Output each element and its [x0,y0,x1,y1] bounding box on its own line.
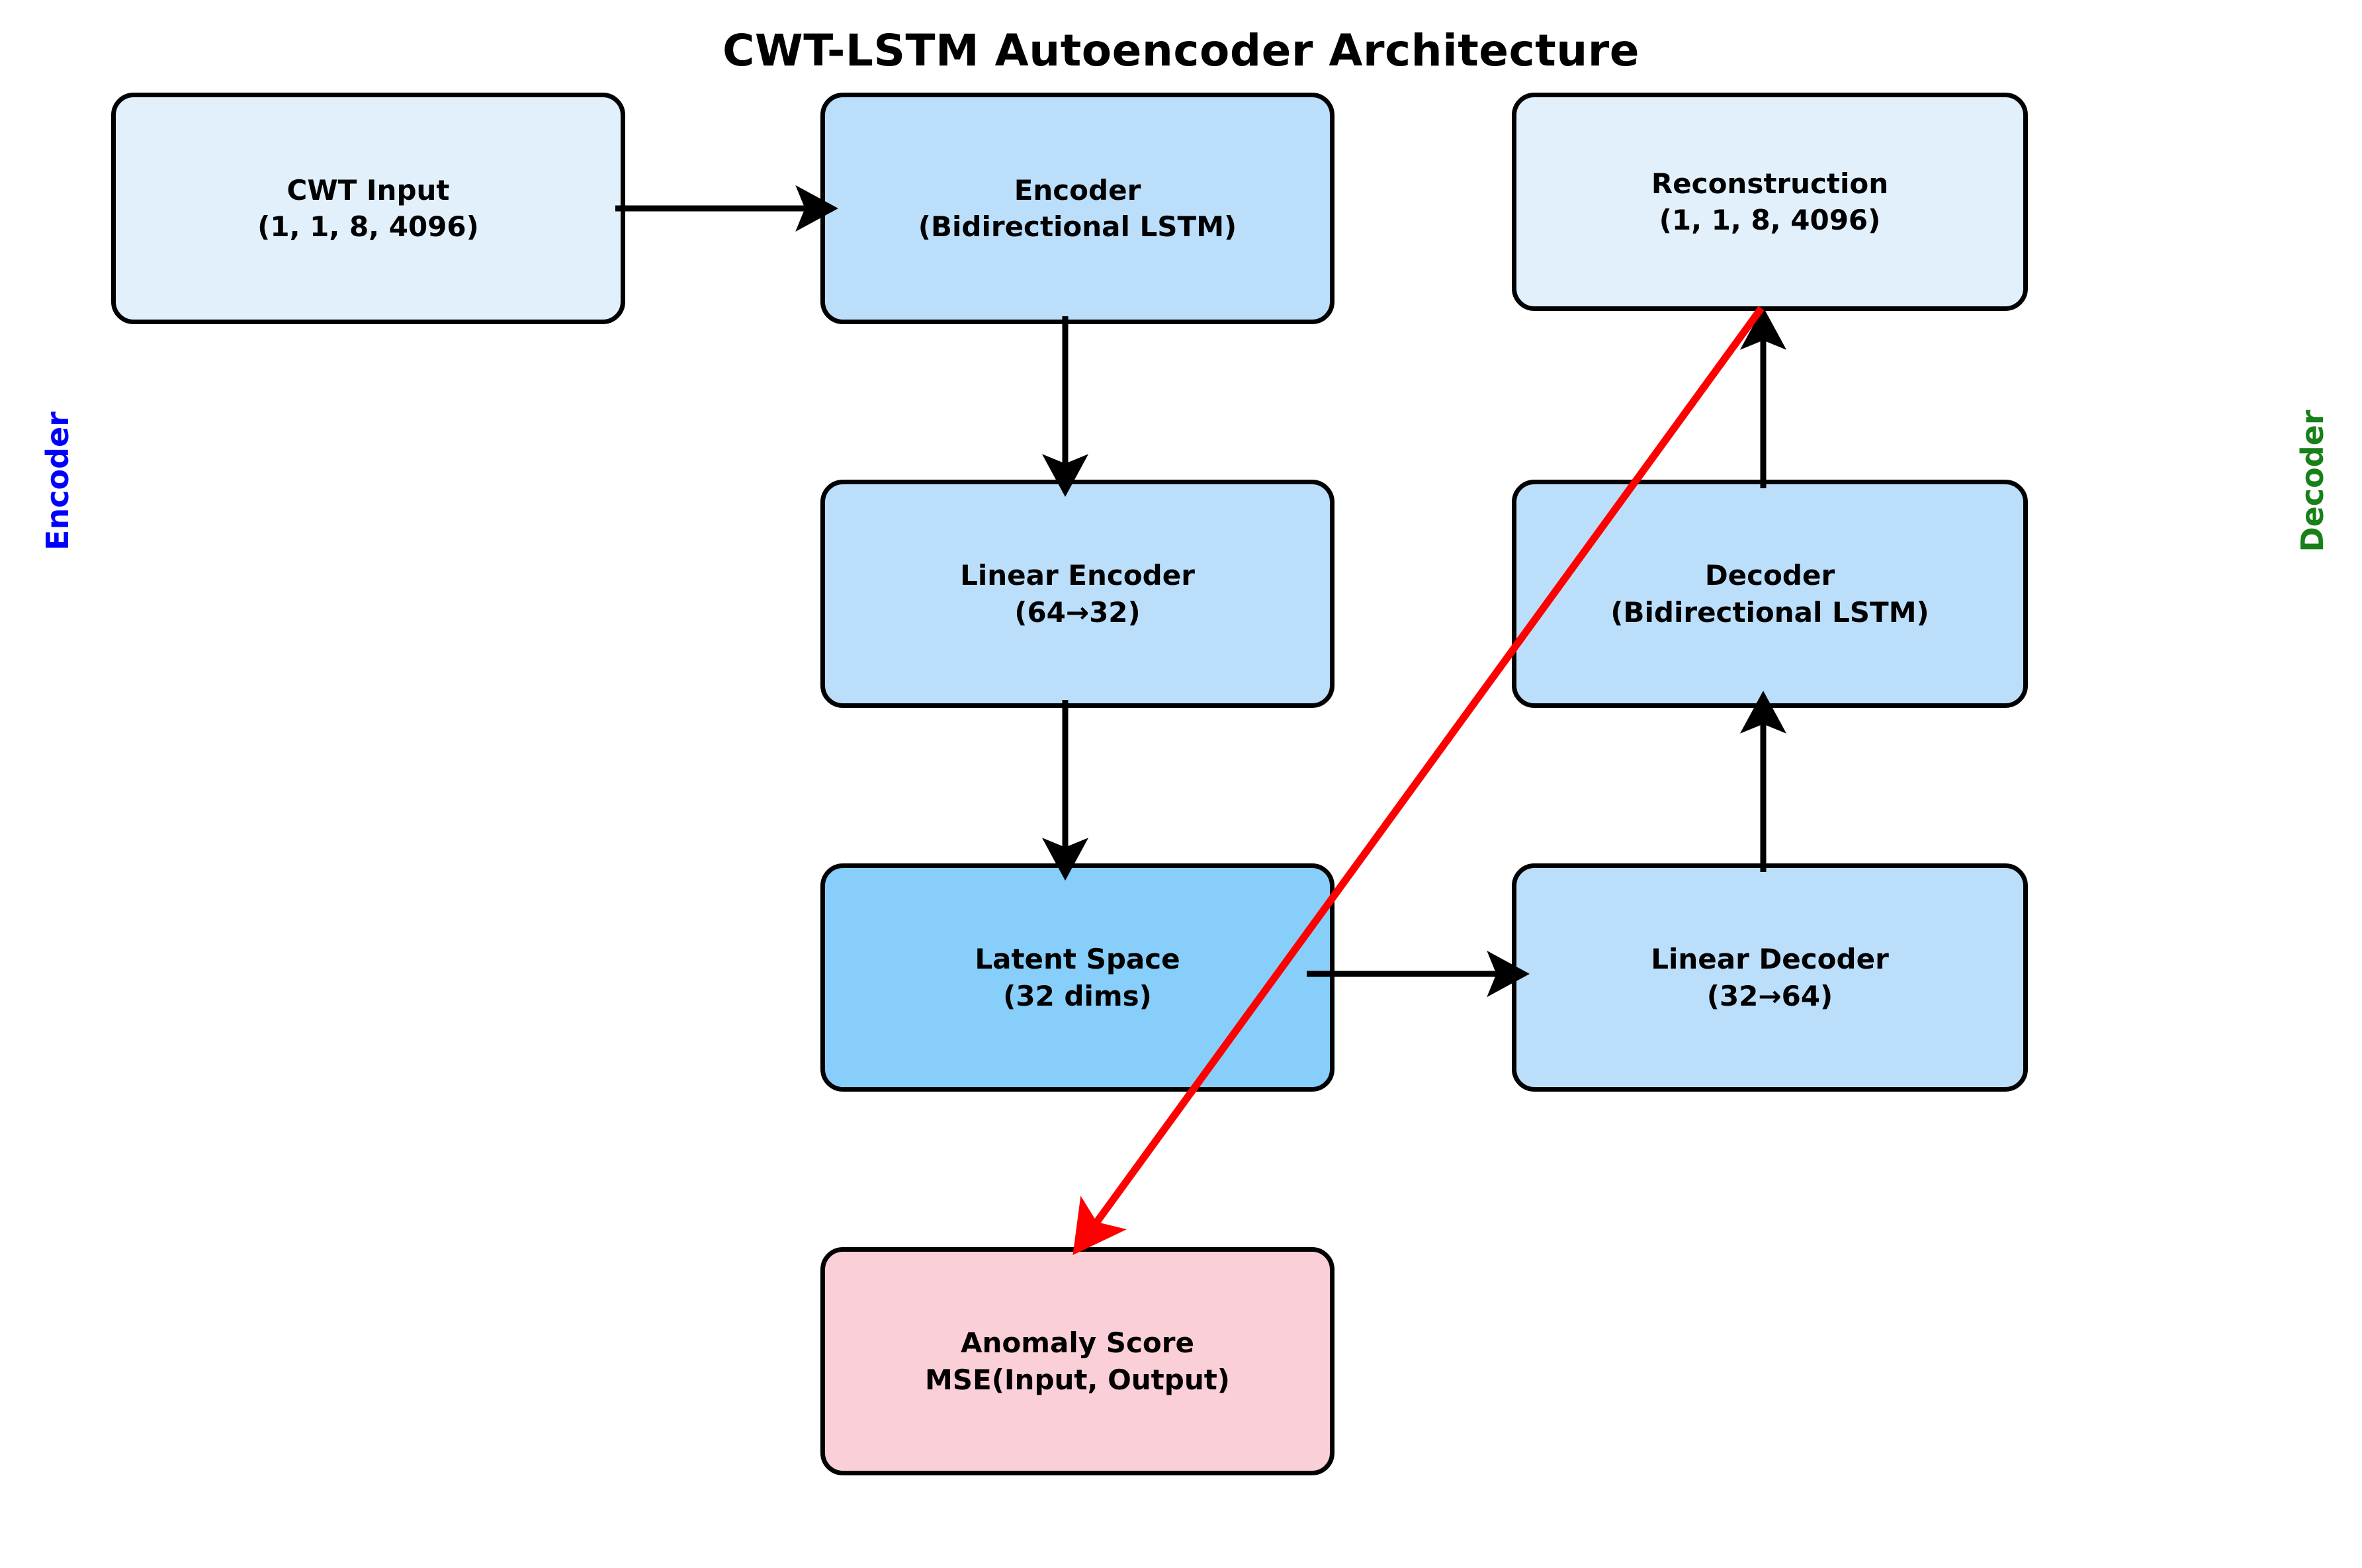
node-decoder[interactable]: Decoder (Bidirectional LSTM) [1512,480,2028,708]
node-anomaly-score-line2: MSE(Input, Output) [925,1363,1230,1396]
node-linear-encoder-line1: Linear Encoder [960,559,1195,592]
page-title: CWT-LSTM Autoencoder Architecture [722,25,1640,76]
edge-reconstruction-to-anomaly-score [1072,306,1765,1255]
node-encoder-line1: Encoder [1014,173,1141,206]
node-reconstruction-line2: (1, 1, 8, 4096) [1659,204,1881,236]
node-anomaly-score[interactable]: Anomaly Score MSE(Input, Output) [820,1247,1334,1475]
node-decoder-line1: Decoder [1704,559,1835,592]
node-latent-space-line2: (32 dims) [1003,979,1152,1012]
node-cwt-input-line2: (1, 1, 8, 4096) [257,210,479,243]
node-linear-encoder[interactable]: Linear Encoder (64→32) [820,480,1334,708]
node-encoder[interactable]: Encoder (Bidirectional LSTM) [820,93,1334,324]
node-linear-decoder-line1: Linear Decoder [1651,943,1889,976]
node-cwt-input-line1: CWT Input [286,173,450,206]
node-linear-decoder-line2: (32→64) [1706,979,1833,1012]
edge-reconstruction-to-anomaly-score-overlay [1072,306,1765,1255]
node-reconstruction[interactable]: Reconstruction (1, 1, 8, 4096) [1512,93,2028,311]
side-label-encoder: Encoder [40,412,75,550]
node-encoder-line2: (Bidirectional LSTM) [918,210,1237,243]
node-cwt-input[interactable]: CWT Input (1, 1, 8, 4096) [111,93,625,324]
side-label-decoder: Decoder [2295,410,2330,552]
node-latent-space[interactable]: Latent Space (32 dims) [820,863,1334,1092]
node-linear-decoder[interactable]: Linear Decoder (32→64) [1512,863,2028,1092]
node-latent-space-line1: Latent Space [975,943,1180,976]
node-decoder-line2: (Bidirectional LSTM) [1610,595,1929,629]
node-linear-encoder-line2: (64→32) [1014,595,1141,629]
node-anomaly-score-line1: Anomaly Score [961,1327,1194,1360]
node-reconstruction-line1: Reconstruction [1651,167,1889,200]
